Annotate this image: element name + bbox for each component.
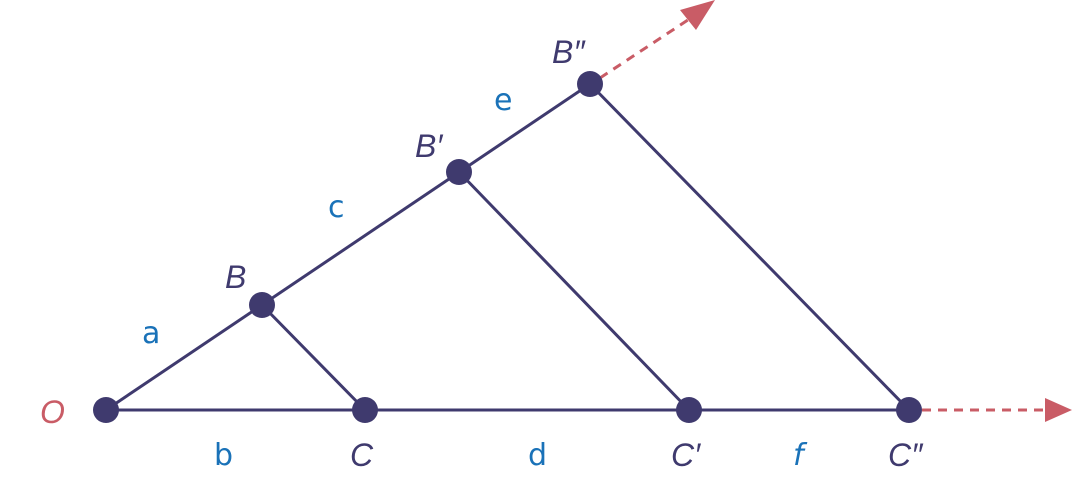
label-b1: B′: [415, 128, 443, 164]
point-b: [249, 292, 275, 318]
segment-label-e: e: [494, 83, 512, 118]
arrowhead-lower: [1045, 398, 1072, 422]
point-o: [93, 397, 119, 423]
point-c1: [676, 397, 702, 423]
segment-label-a: a: [142, 316, 160, 351]
side-b2c2: [588, 82, 911, 412]
ray-arrow-upper: [599, 10, 701, 80]
label-o: O: [40, 394, 65, 430]
ray-line-ob: [105, 82, 591, 412]
point-c: [352, 397, 378, 423]
label-c: C: [350, 437, 374, 473]
segment-label-d: d: [528, 438, 547, 473]
label-c1: C′: [671, 437, 701, 473]
segment-label-f: f: [793, 438, 808, 473]
side-bc: [260, 303, 367, 412]
label-b: B: [225, 259, 246, 295]
label-b2: B″: [552, 34, 586, 70]
side-b1c1: [457, 170, 691, 412]
segment-label-c: c: [328, 190, 345, 225]
point-b2: [577, 71, 603, 97]
arrowhead-upper: [680, 0, 715, 30]
point-b1: [446, 159, 472, 185]
segment-label-b: b: [214, 438, 233, 473]
point-c2: [896, 397, 922, 423]
label-c2: C″: [888, 437, 924, 473]
